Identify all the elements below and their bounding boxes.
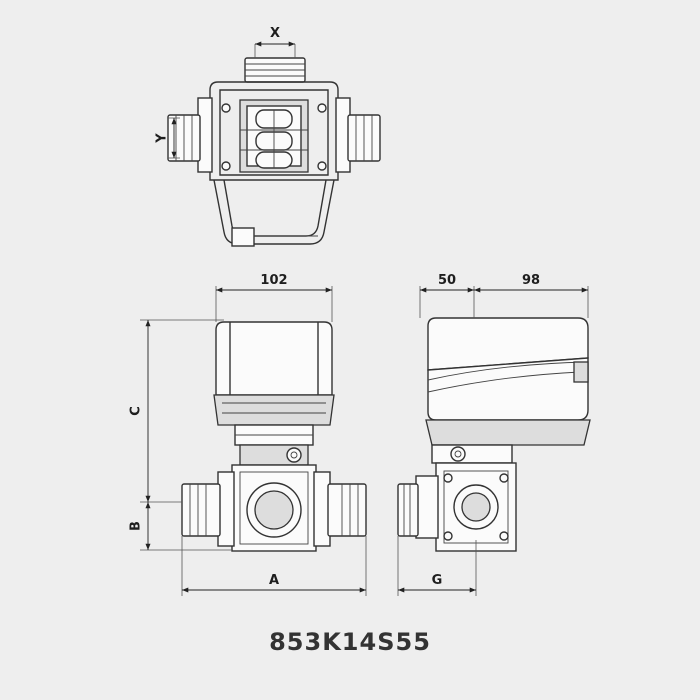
dim-label-50: 50 [438, 273, 456, 288]
side-view [397, 317, 591, 552]
top-view [167, 57, 381, 247]
dim-label-b: B [129, 521, 144, 531]
dim-label-98: 98 [522, 273, 540, 288]
dimension-lines [140, 41, 589, 596]
front-view [181, 321, 367, 552]
dim-label-g: G [432, 573, 443, 588]
dim-label-y: Y [155, 133, 170, 144]
dim-label-c: C [129, 406, 144, 416]
dim-label-x: X [270, 26, 280, 41]
dim-label-102: 102 [260, 273, 287, 288]
dim-label-a: A [269, 573, 279, 588]
product-code: 853K14S55 [269, 628, 431, 656]
